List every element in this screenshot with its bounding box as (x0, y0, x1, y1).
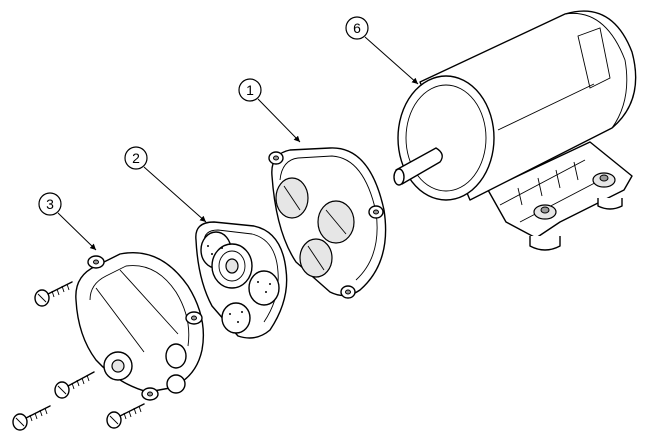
screw-top (34, 281, 73, 307)
front-cover (75, 252, 205, 401)
callout-1-label: 1 (246, 82, 254, 98)
screw-bottom-right (106, 403, 145, 429)
diaphragm-assembly (195, 221, 288, 339)
callout-3-label: 3 (46, 196, 54, 212)
pump-housing (268, 147, 387, 299)
callout-3: 3 (38, 192, 97, 251)
callout-6-label: 6 (353, 20, 361, 36)
callout-6: 6 (345, 16, 419, 85)
screw-middle (54, 371, 95, 399)
callout-2-label: 2 (132, 150, 140, 166)
screw-bottom-left (12, 405, 51, 431)
callout-1: 1 (238, 78, 301, 143)
motor (393, 10, 637, 251)
callout-2: 2 (124, 146, 207, 223)
